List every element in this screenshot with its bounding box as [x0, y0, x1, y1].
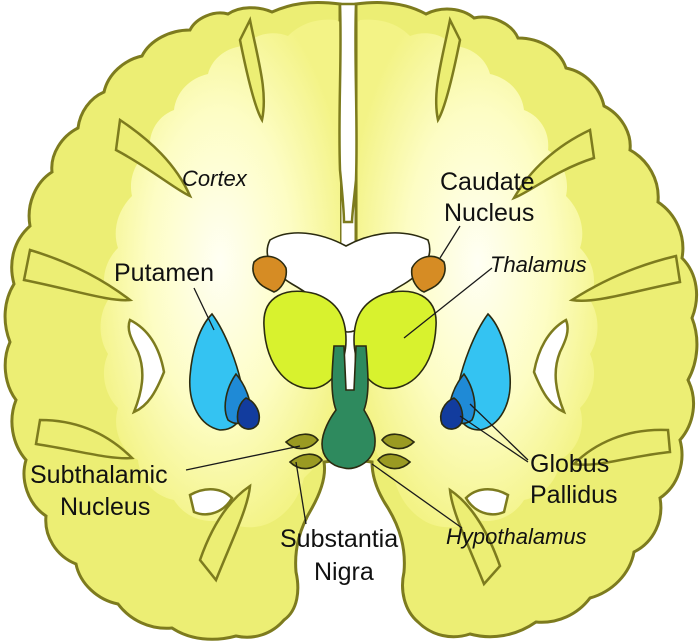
sulcus-left-upper [114, 117, 193, 199]
sulcus-left-mid [22, 248, 134, 302]
basal-notch [296, 500, 404, 640]
right-globus-pallidus-inner [439, 397, 464, 430]
left-caudate-nucleus [252, 255, 288, 293]
label-cortex: Cortex [182, 166, 248, 191]
leader-hypothalamus [371, 463, 463, 529]
longitudinal-fissure [338, 2, 358, 224]
sulcus-left-top [238, 16, 266, 124]
sulcus-right-bottom [448, 487, 502, 587]
right-thalamus [353, 290, 437, 390]
left-globus-pallidus-inner [236, 397, 261, 430]
left-thalamus [263, 290, 347, 390]
subthalamic-nucleus-right-2 [376, 453, 412, 470]
left-lateral-fissure [127, 318, 166, 415]
labels: Cortex Caudate Nucleus Thalamus Putamen … [30, 166, 618, 586]
right-lateral-fissure [532, 318, 569, 415]
subthalamic-nucleus-left-1 [284, 433, 320, 450]
deep-structures [189, 232, 511, 470]
sulci [22, 16, 682, 587]
leader-thalamus [403, 267, 493, 339]
label-putamen: Putamen [114, 259, 214, 287]
label-substantia-line2: Nigra [314, 558, 374, 586]
label-hypothalamus: Hypothalamus [446, 524, 587, 549]
leader-substantia [295, 461, 307, 525]
leader-globus-1 [469, 403, 529, 461]
label-caudate-line2: Nucleus [444, 199, 534, 227]
substantia-nigra [321, 345, 376, 470]
label-globus-line2: Pallidus [530, 481, 618, 509]
sulcus-left-bottom [198, 483, 252, 583]
sulcus-right-upper [511, 128, 596, 201]
sulcus-right-mid [568, 254, 682, 302]
brain-hemispheres [3, 0, 699, 641]
label-substantia-line1: Substantia [280, 525, 398, 553]
label-subthalamic-line1: Subthalamic [30, 461, 168, 489]
label-subthalamic-line2: Nucleus [60, 493, 150, 521]
left-white-matter [100, 19, 340, 528]
label-globus-line1: Globus [530, 450, 609, 478]
subthalamic-nucleus-right-1 [380, 433, 416, 450]
sulcus-right-lower [571, 428, 672, 466]
left-temporal-gap [188, 488, 234, 516]
label-caudate-line1: Caudate [440, 168, 535, 196]
right-temporal-gap [464, 488, 510, 516]
leader-lines [185, 225, 529, 529]
right-caudate-nucleus [410, 255, 446, 293]
subthalamic-nucleus-left-2 [288, 453, 324, 470]
leader-putamen [193, 287, 215, 331]
sulcus-left-lower [34, 418, 135, 460]
leader-globus-2 [459, 415, 529, 463]
right-white-matter [358, 19, 598, 528]
leader-caudate [439, 225, 461, 259]
sulcus-right-top [434, 16, 462, 124]
label-thalamus: Thalamus [490, 252, 587, 277]
leader-subthalamic [185, 445, 301, 471]
